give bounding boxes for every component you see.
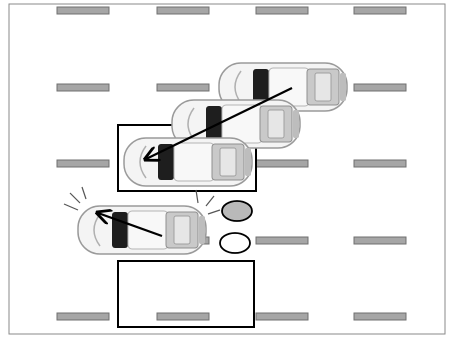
lane-marking (156, 83, 210, 92)
car-icon-start-position (77, 205, 207, 255)
lane-marking (56, 159, 110, 168)
lane-marking (353, 236, 407, 245)
turn-signal-rays-icon (63, 186, 221, 215)
lane-marking (353, 83, 407, 92)
lane-marking (255, 312, 309, 321)
lane-marking (156, 312, 210, 321)
indicator-on-icon (221, 200, 253, 222)
lane-marking (56, 6, 110, 15)
lane-marking (56, 83, 110, 92)
reverse-path-arrow-icon (146, 87, 293, 159)
lane-marking (56, 312, 110, 321)
lower-parking-bay (117, 260, 255, 328)
lane-marking (255, 159, 309, 168)
lane-marking (353, 6, 407, 15)
start-arrow-icon (98, 213, 163, 238)
lane-marking (353, 312, 407, 321)
lane-marking (255, 236, 309, 245)
car-icon-position-3 (123, 137, 253, 187)
lane-markings (56, 6, 407, 321)
lane-marking (255, 6, 309, 15)
lane-marking (353, 159, 407, 168)
lane-marking (156, 6, 210, 15)
indicator-off-icon (219, 232, 251, 254)
